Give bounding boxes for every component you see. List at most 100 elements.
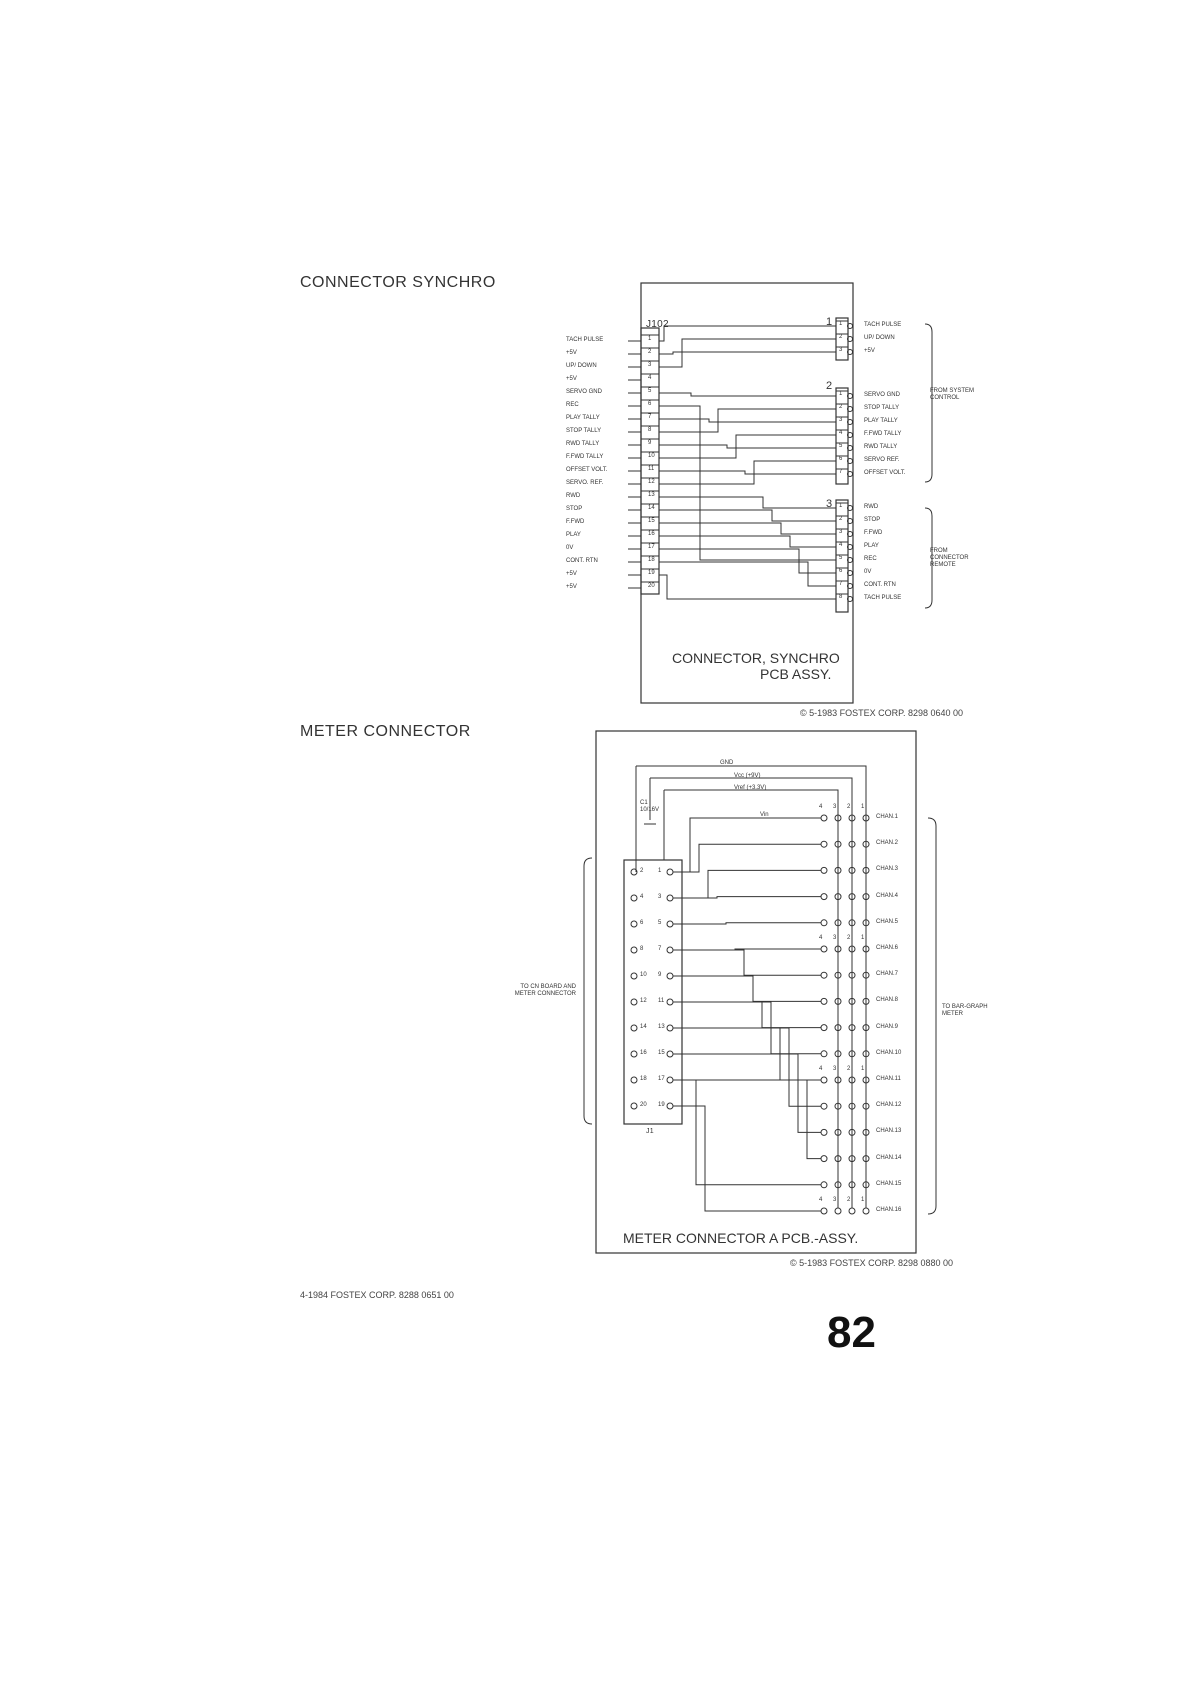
- channel-wire: [673, 1079, 821, 1186]
- column-number: 2: [847, 804, 851, 810]
- connector-pin-label: 0V: [864, 569, 872, 575]
- connector-pin-label: SERVO REF.: [864, 457, 900, 463]
- meter-pin: [834, 1024, 842, 1032]
- j1-pin: [630, 998, 638, 1006]
- meter-heading: METER CONNECTOR: [300, 723, 471, 740]
- connector-pin: [847, 531, 853, 537]
- j1-right-pin-number: 19: [658, 1102, 665, 1108]
- channel-wire: [673, 1079, 821, 1160]
- j102-pin-label: UP/ DOWN: [566, 363, 597, 369]
- page-number: 82: [827, 1308, 876, 1357]
- j102-pin-number: 20: [648, 583, 655, 589]
- j102-pin-label: PLAY: [566, 532, 581, 538]
- j102-pin-label: SERVO. REF.: [566, 480, 604, 486]
- connector-pin-number: 2: [839, 334, 843, 340]
- channel-label: CHAN.11: [876, 1076, 901, 1082]
- j102-pin-number: 14: [648, 505, 655, 511]
- synchro-schematic: [628, 282, 933, 704]
- j1-right-pin-number: 15: [658, 1050, 665, 1056]
- meter-pin: [834, 971, 842, 979]
- connector-pin-label: OFFSET VOLT.: [864, 470, 906, 476]
- meter-schematic: [583, 730, 937, 1254]
- meter-pin: [820, 1076, 828, 1084]
- column-number: 4: [819, 935, 823, 941]
- connector-pin: [847, 349, 853, 355]
- meter-pin: [848, 814, 856, 822]
- meter-pin: [834, 1050, 842, 1058]
- connector-pin-label: CONT. RTN: [864, 582, 896, 588]
- vin-bus-label: Vin: [760, 812, 769, 818]
- connector-pin: [847, 557, 853, 563]
- connector-pin-number: 5: [839, 555, 843, 561]
- j102-pin-label: PLAY TALLY: [566, 415, 600, 421]
- j1-pin: [666, 1102, 674, 1110]
- meter-pin: [820, 1050, 828, 1058]
- channel-wire: [673, 949, 821, 976]
- vcc-bus: [650, 777, 853, 1208]
- meter-pin: [848, 866, 856, 874]
- j102-pin-label: +5V: [566, 350, 577, 356]
- channel-wire: [673, 1001, 821, 1029]
- connector-pin: [847, 432, 853, 438]
- meter-pin: [834, 1181, 842, 1189]
- j1-left-pin-number: 8: [640, 946, 644, 952]
- j102-pin-number: 13: [648, 492, 655, 498]
- j102-pin-label: F.FWD TALLY: [566, 454, 604, 460]
- j1-right-pin-number: 13: [658, 1024, 665, 1030]
- j1-right-pin-number: 11: [658, 998, 665, 1004]
- j102-pin-number: 18: [648, 557, 655, 563]
- j102-pin-number: 15: [648, 518, 655, 524]
- channel-wire: [673, 922, 821, 925]
- synchro-wire: [659, 434, 836, 459]
- j102-pin-number: 19: [648, 570, 655, 576]
- connector-pin: [847, 544, 853, 550]
- bracket-bar-graph: [927, 817, 937, 1215]
- column-number: 3: [833, 804, 837, 810]
- j102-pin-number: 2: [648, 349, 652, 355]
- meter-pin: [820, 866, 828, 874]
- j1-pin: [666, 972, 674, 980]
- synchro-wire: [659, 561, 836, 587]
- connector-pin-label: PLAY: [864, 543, 879, 549]
- synchro-copyright: © 5-1983 FOSTEX CORP. 8298 0640 00: [800, 708, 964, 718]
- vref-bus-label: Vref (+3.3V): [734, 785, 767, 791]
- meter-pin: [848, 1128, 856, 1136]
- j102-header-body: [640, 327, 660, 595]
- connector-3-body: [835, 499, 849, 613]
- j1-left-pin-number: 14: [640, 1024, 647, 1030]
- j1-left-pin-number: 20: [640, 1102, 647, 1108]
- channel-label: CHAN.4: [876, 892, 899, 899]
- j1-header-body: [623, 859, 683, 1125]
- group-3-label: 3: [826, 498, 833, 510]
- meter-pcb-title: METER CONNECTOR A PCB.-ASSY.: [623, 1230, 859, 1246]
- meter-pin: [862, 997, 870, 1005]
- meter-pin: [848, 1076, 856, 1084]
- j102-pin-number: 6: [648, 401, 652, 407]
- synchro-wire: [659, 418, 836, 423]
- synchro-wire: [659, 408, 836, 433]
- meter-pin: [862, 1050, 870, 1058]
- connector-pin-label: STOP: [864, 517, 881, 523]
- connector-pin-number: 1: [839, 503, 843, 509]
- j102-pin-label: TACH PULSE: [566, 337, 604, 343]
- j1-left-pin-number: 10: [640, 972, 647, 978]
- meter-wires: [630, 765, 870, 1215]
- connector-pin: [847, 445, 853, 451]
- connector-pin: [847, 323, 853, 329]
- meter-copyright: © 5-1983 FOSTEX CORP. 8298 0880 00: [790, 1258, 954, 1268]
- meter-pin: [820, 1181, 828, 1189]
- meter-pin: [820, 919, 828, 927]
- channel-label: CHAN.15: [876, 1180, 902, 1187]
- j1-right-pin-number: 17: [658, 1076, 665, 1082]
- connector-pin-number: 1: [839, 321, 843, 327]
- connector-pin-number: 8: [839, 594, 843, 600]
- j1-pin: [630, 1024, 638, 1032]
- channel-label: CHAN.8: [876, 997, 899, 1004]
- j102-pin-number: 7: [648, 414, 652, 420]
- j102-pin-label: RWD TALLY: [566, 441, 600, 447]
- channel-label: CHAN.10: [876, 1049, 902, 1056]
- j1-left-pin-number: 16: [640, 1050, 647, 1056]
- vref-bus: [664, 789, 839, 1208]
- connector-pin-number: 7: [839, 581, 843, 587]
- j1-pin: [666, 894, 674, 902]
